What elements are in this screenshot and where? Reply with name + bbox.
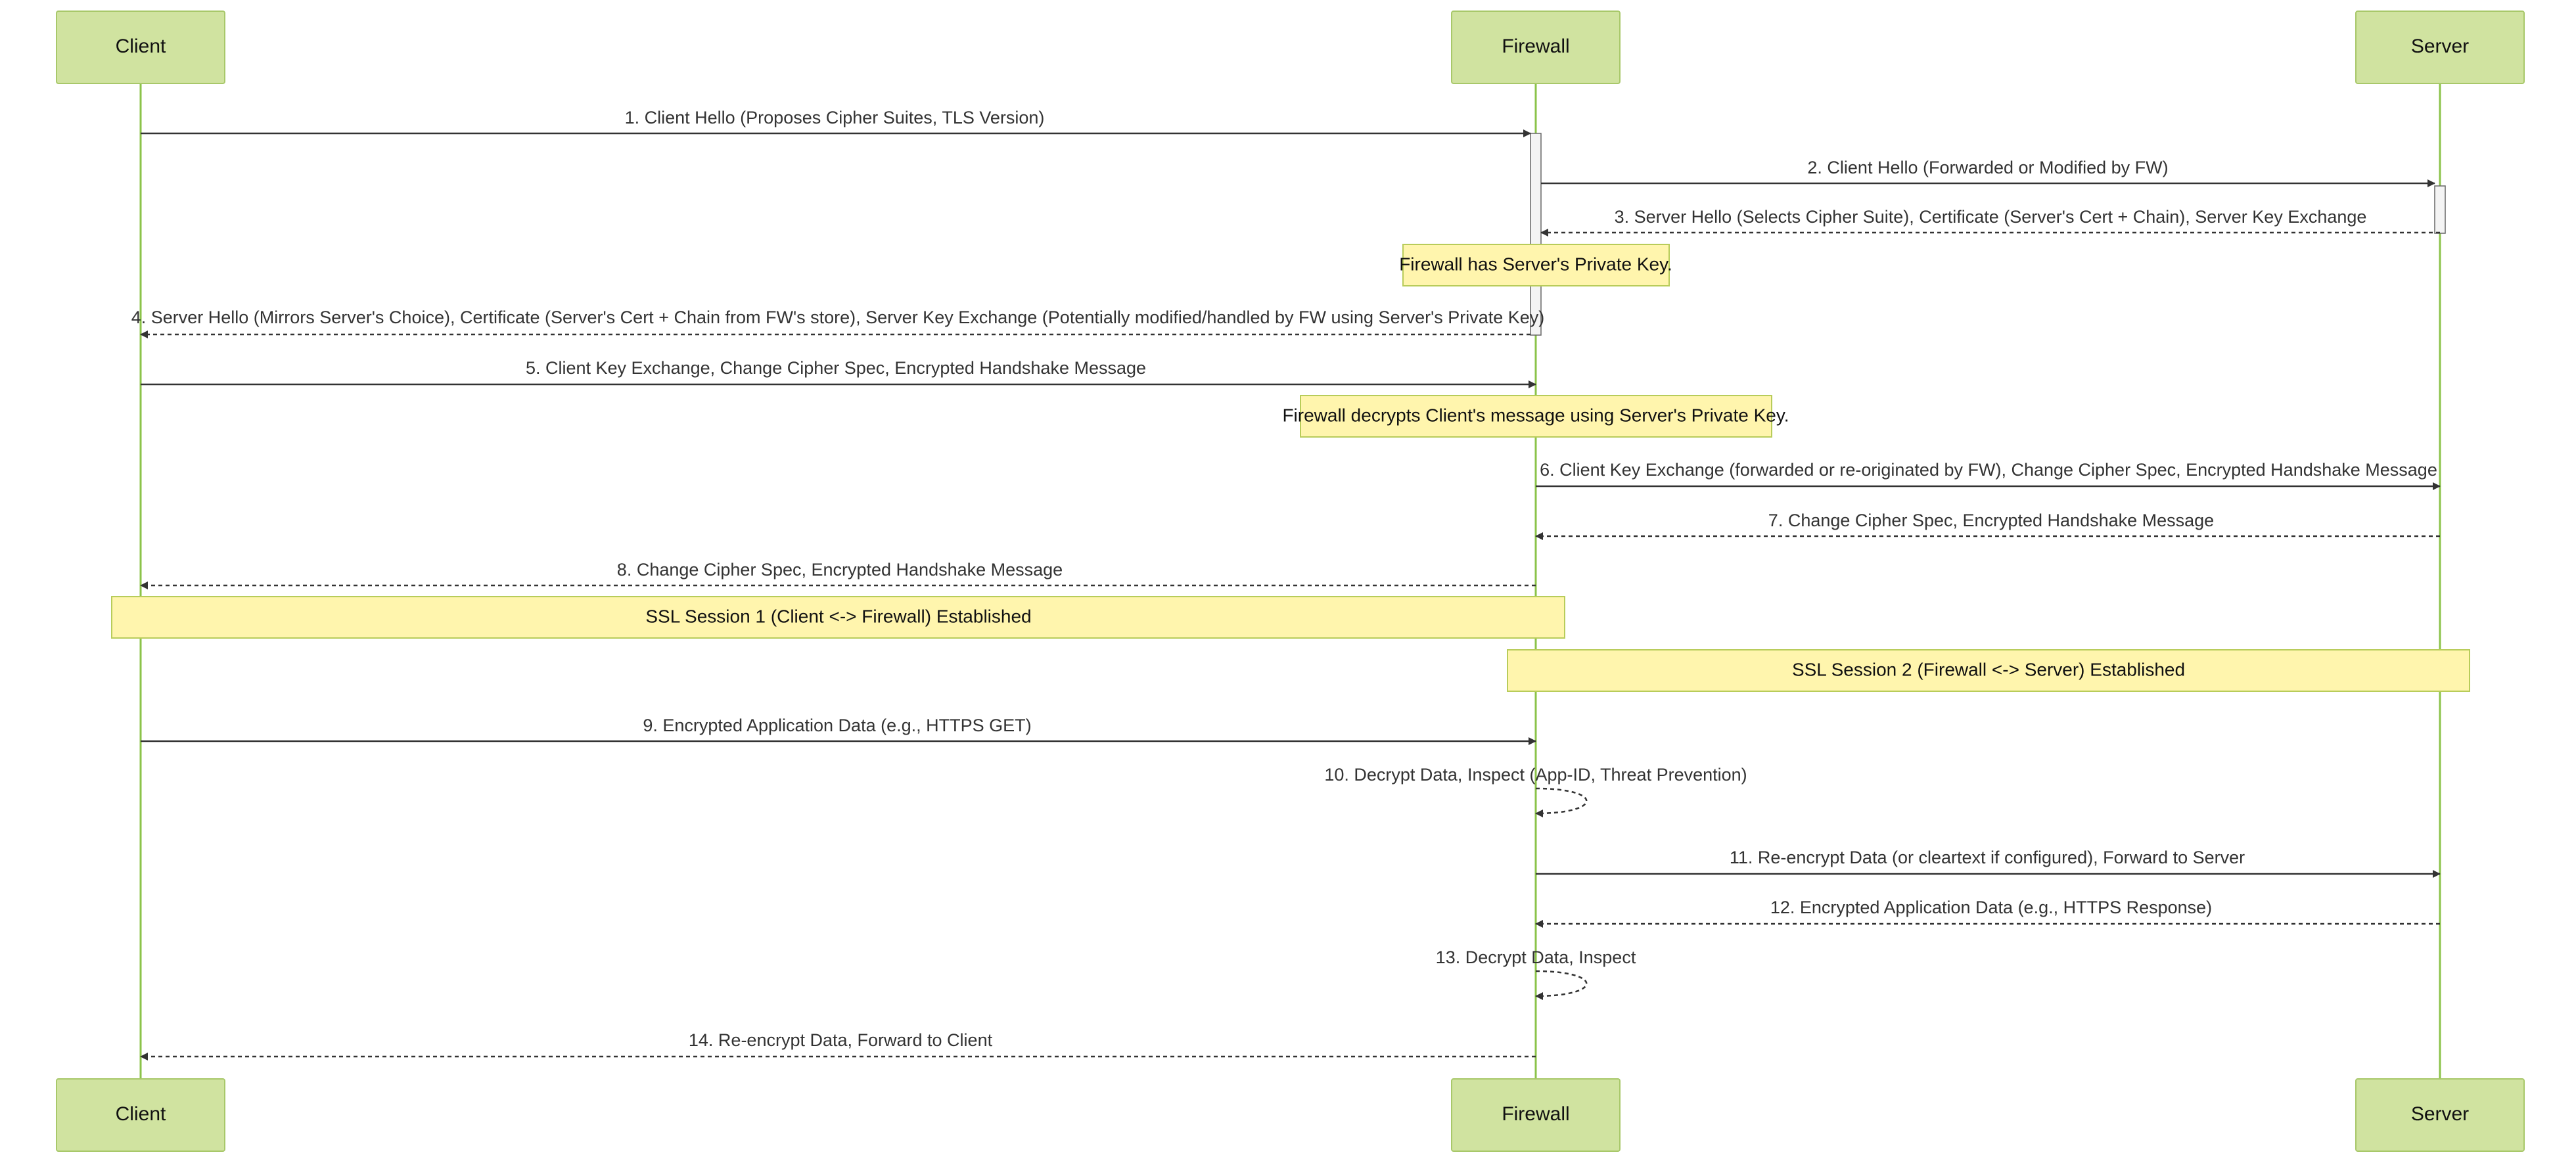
activation-server <box>2434 185 2446 234</box>
message-7: 7. Change Cipher Spec, Encrypted Handsha… <box>1535 511 2440 540</box>
message-1: 1. Client Hello (Proposes Cipher Suites,… <box>141 108 1531 137</box>
message-3: 3. Server Hello (Selects Cipher Suite), … <box>1540 207 2440 237</box>
actor-label: Firewall <box>1502 35 1569 57</box>
message-label: 5. Client Key Exchange, Change Cipher Sp… <box>526 358 1146 378</box>
actor-server-bottom[interactable]: Server <box>2355 1078 2525 1152</box>
message-label: 9. Encrypted Application Data (e.g., HTT… <box>643 716 1031 735</box>
actor-client-bottom[interactable]: Client <box>56 1078 225 1152</box>
note-label: Firewall has Server's Private Key. <box>1399 254 1672 274</box>
message-9: 9. Encrypted Application Data (e.g., HTT… <box>141 716 1536 745</box>
note-ssl-session-2: SSL Session 2 (Firewall <-> Server) Esta… <box>1507 649 2470 692</box>
message-label: 3. Server Hello (Selects Cipher Suite), … <box>1615 207 2367 227</box>
actor-label: Client <box>116 35 166 57</box>
actor-firewall-top[interactable]: Firewall <box>1451 11 1621 84</box>
note-label: Firewall decrypts Client's message using… <box>1282 405 1789 425</box>
message-label: 14. Re-encrypt Data, Forward to Client <box>689 1030 993 1050</box>
message-label: 7. Change Cipher Spec, Encrypted Handsha… <box>1768 511 2214 530</box>
note-private-key: Firewall has Server's Private Key. <box>1399 244 1672 286</box>
note-label: SSL Session 1 (Client <-> Firewall) Esta… <box>645 606 1031 626</box>
actor-label: Client <box>116 1103 166 1125</box>
message-5: 5. Client Key Exchange, Change Cipher Sp… <box>141 358 1536 388</box>
lifelines <box>139 83 2441 1079</box>
note-decrypt-client: Firewall decrypts Client's message using… <box>1282 395 1789 438</box>
message-label: 11. Re-encrypt Data (or cleartext if con… <box>1730 848 2245 867</box>
note-label: SSL Session 2 (Firewall <-> Server) Esta… <box>1792 659 2185 679</box>
note-ssl-session-1: SSL Session 1 (Client <-> Firewall) Esta… <box>111 596 1565 639</box>
message-14: 14. Re-encrypt Data, Forward to Client <box>140 1030 1536 1060</box>
message-label: 8. Change Cipher Spec, Encrypted Handsha… <box>617 560 1063 580</box>
message-label: 10. Decrypt Data, Inspect (App-ID, Threa… <box>1324 765 1747 785</box>
message-12: 12. Encrypted Application Data (e.g., HT… <box>1535 898 2440 928</box>
message-6: 6. Client Key Exchange (forwarded or re-… <box>1536 460 2441 490</box>
notes: Firewall has Server's Private Key. Firew… <box>111 244 2470 692</box>
actor-server-top[interactable]: Server <box>2355 11 2525 84</box>
actor-label: Server <box>2411 1103 2469 1125</box>
message-8: 8. Change Cipher Spec, Encrypted Handsha… <box>140 560 1536 589</box>
message-2: 2. Client Hello (Forwarded or Modified b… <box>1541 158 2435 187</box>
message-label: 6. Client Key Exchange (forwarded or re-… <box>1540 460 2437 480</box>
actor-label: Firewall <box>1502 1103 1569 1125</box>
actor-firewall-bottom[interactable]: Firewall <box>1451 1078 1621 1152</box>
message-10: 10. Decrypt Data, Inspect (App-ID, Threa… <box>1324 765 1747 817</box>
message-label: 13. Decrypt Data, Inspect <box>1436 947 1636 967</box>
message-13: 13. Decrypt Data, Inspect <box>1436 947 1636 1000</box>
message-label: 4. Server Hello (Mirrors Server's Choice… <box>131 308 1545 327</box>
message-11: 11. Re-encrypt Data (or cleartext if con… <box>1536 848 2441 878</box>
messages: 1. Client Hello (Proposes Cipher Suites,… <box>131 108 2441 1060</box>
message-label: 12. Encrypted Application Data (e.g., HT… <box>1770 898 2212 917</box>
actor-client-top[interactable]: Client <box>56 11 225 84</box>
activation-firewall <box>1530 133 1542 336</box>
message-label: 2. Client Hello (Forwarded or Modified b… <box>1807 158 2168 177</box>
actor-label: Server <box>2411 35 2469 57</box>
message-label: 1. Client Hello (Proposes Cipher Suites,… <box>625 108 1045 127</box>
message-4: 4. Server Hello (Mirrors Server's Choice… <box>131 308 1545 338</box>
